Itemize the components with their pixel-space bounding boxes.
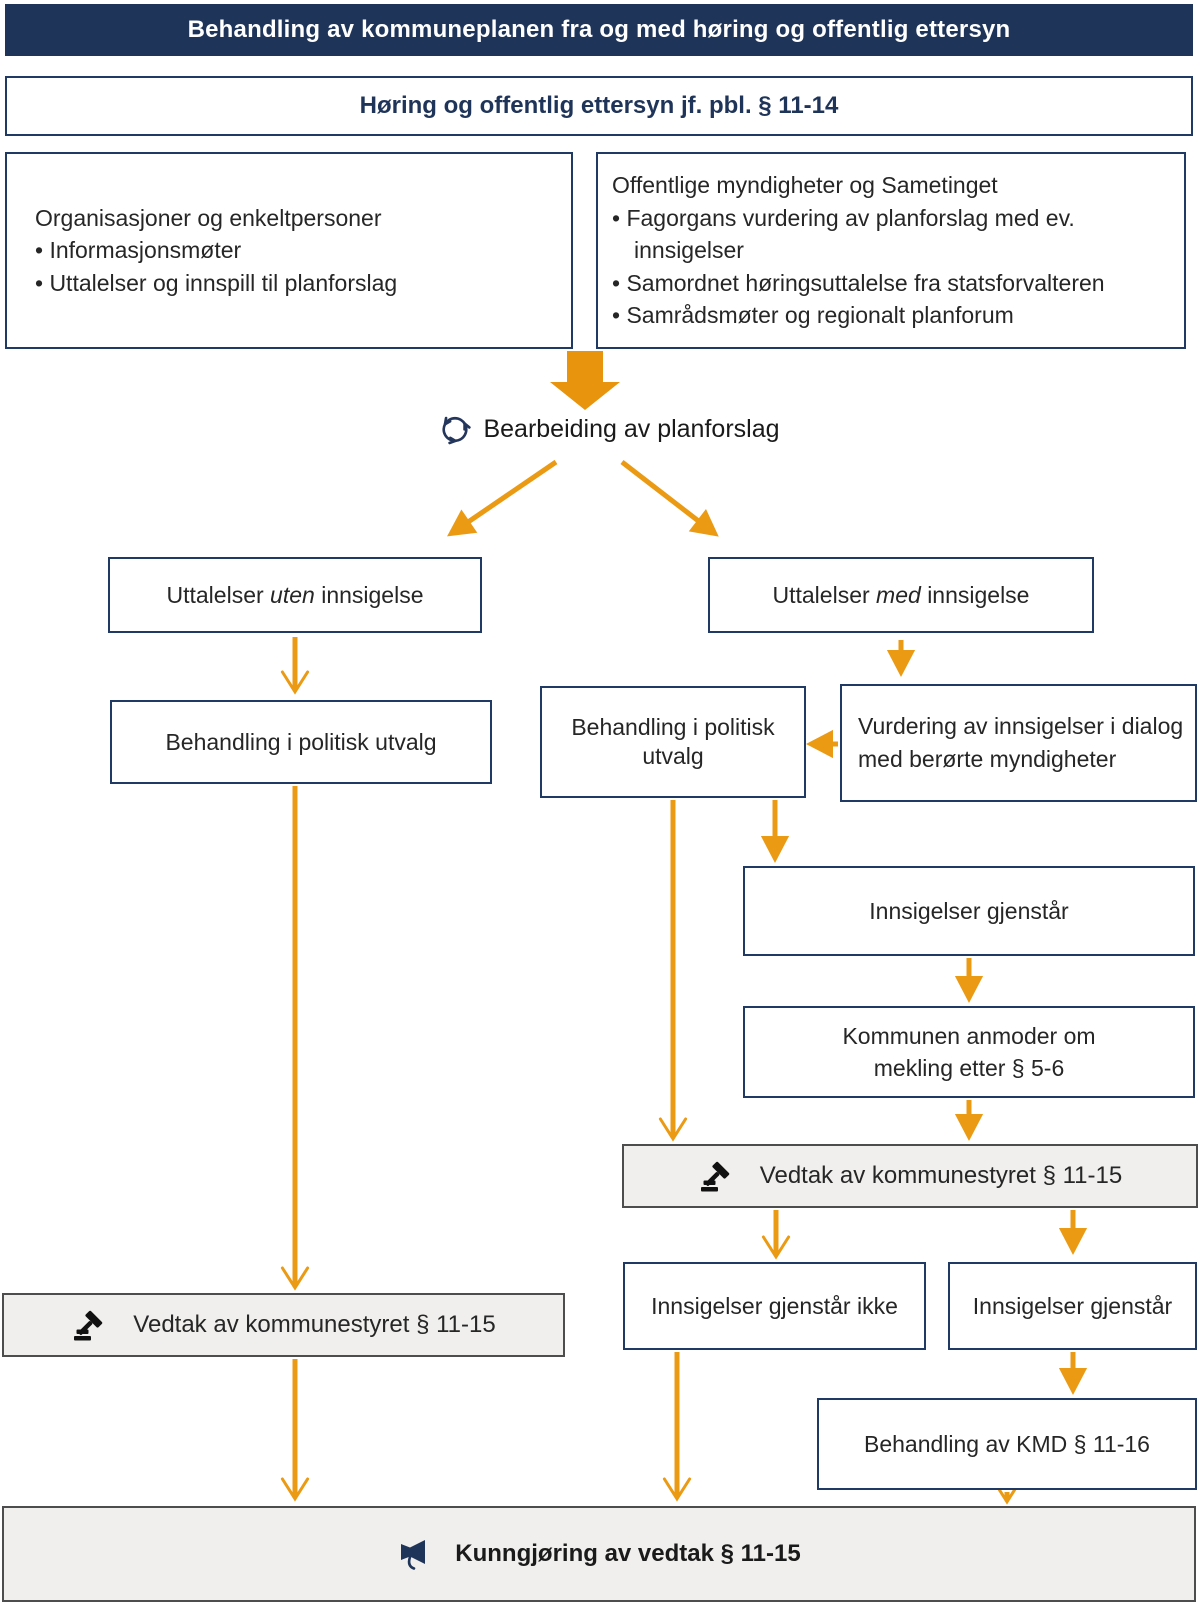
kunngjoring-bar: Kunngjøring av vedtak § 11-15	[2, 1506, 1196, 1602]
uttalelser-med-text: Uttalelser med innsigelse	[773, 581, 1030, 610]
list-item: • Samordnet høringsuttalelse fra statsfo…	[612, 269, 1105, 296]
uttalelser-med-box: Uttalelser med innsigelse	[708, 557, 1094, 633]
vedtak-kommunestyret-left-box: Vedtak av kommunestyret § 11-15	[2, 1293, 565, 1357]
kunngjoring-text: Kunngjøring av vedtak § 11-15	[455, 1540, 801, 1567]
horing-text: Høring og offentlig ettersyn jf. pbl. § …	[359, 92, 839, 119]
arrow-to-uten	[447, 459, 558, 537]
text-line: mekling etter § 5-6	[873, 1055, 1065, 1081]
vedtak-left-text: Vedtak av kommunestyret § 11-15	[133, 1311, 496, 1338]
bearbeiding-label: Bearbeiding av planforslag	[483, 414, 780, 443]
megaphone-icon	[397, 1535, 439, 1573]
innsigelser-gjenstar-2-box: Innsigelser gjenstår	[948, 1262, 1197, 1350]
vedtak-right-text: Vedtak av kommunestyret § 11-15	[759, 1162, 1123, 1189]
text-prefix: Uttalelser	[772, 581, 870, 608]
organisasjoner-list: • Informasjonsmøter • Uttalelser og inns…	[35, 234, 561, 299]
gavel-icon	[698, 1158, 736, 1194]
text-prefix: Uttalelser	[166, 581, 264, 608]
gavel-icon	[71, 1307, 109, 1343]
vurdering-box: Vurdering av innsigelser i dialog med be…	[840, 684, 1197, 802]
myndigheter-box: Offentlige myndigheter og Sametinget • F…	[596, 152, 1186, 349]
innsigelser-gjenstar-2-text: Innsigelser gjenstår	[972, 1292, 1173, 1319]
behandling-mid-text: Behandling i politisk utvalg	[571, 714, 775, 769]
kmd-text: Behandling av KMD § 11-16	[864, 1430, 1150, 1457]
innsigelser-gjenstar-text: Innsigelser gjenstår	[869, 897, 1069, 924]
arrow-to-med	[620, 460, 719, 537]
block-arrow-down	[550, 351, 620, 410]
diagram-title: Behandling av kommuneplanen fra og med h…	[187, 16, 1011, 43]
behandling-left-text: Behandling i politisk utvalg	[165, 728, 437, 755]
uttalelser-uten-box: Uttalelser uten innsigelse	[108, 557, 482, 633]
diagram-title-bar: Behandling av kommuneplanen fra og med h…	[5, 4, 1193, 56]
list-item: • Fagorgans vurdering av planforslag med…	[612, 204, 1075, 264]
kommunen-anmoder-box: Kommunen anmoder om mekling etter § 5-6	[743, 1006, 1195, 1098]
vurdering-text: Vurdering av innsigelser i dialog med be…	[858, 713, 1184, 772]
list-item: • Uttalelser og innspill til planforslag	[35, 269, 398, 296]
horing-box: Høring og offentlig ettersyn jf. pbl. § …	[5, 76, 1193, 136]
behandling-politisk-left-box: Behandling i politisk utvalg	[110, 700, 492, 784]
uttalelser-uten-text: Uttalelser uten innsigelse	[167, 581, 424, 610]
text-suffix: innsigelse	[927, 581, 1030, 608]
list-item: • Informasjonsmøter	[35, 237, 242, 264]
kommunen-anmoder-text: Kommunen anmoder om mekling etter § 5-6	[842, 1020, 1095, 1084]
myndigheter-title: Offentlige myndigheter og Sametinget	[612, 171, 998, 198]
myndigheter-list: • Fagorgans vurdering av planforslag med…	[612, 202, 1176, 333]
list-item: • Samrådsmøter og regionalt planforum	[612, 302, 1014, 329]
innsigelser-gjenstar-ikke-box: Innsigelser gjenstår ikke	[623, 1262, 926, 1350]
cycle-arrows-icon	[436, 411, 474, 448]
text-emphasis: uten	[270, 581, 315, 608]
organisasjoner-box: Organisasjoner og enkeltpersoner • Infor…	[5, 152, 573, 349]
innsigelser-gjenstar-box: Innsigelser gjenstår	[743, 866, 1195, 956]
text-suffix: innsigelse	[321, 581, 424, 608]
kmd-box: Behandling av KMD § 11-16	[817, 1398, 1197, 1490]
vedtak-kommunestyret-right-box: Vedtak av kommunestyret § 11-15	[622, 1144, 1198, 1208]
behandling-politisk-mid-box: Behandling i politisk utvalg	[540, 686, 806, 798]
text-emphasis: med	[876, 581, 921, 608]
bearbeiding-step: Bearbeiding av planforslag	[408, 406, 808, 452]
text-line: Kommunen anmoder om	[842, 1022, 1096, 1049]
organisasjoner-title: Organisasjoner og enkeltpersoner	[35, 204, 382, 231]
innsigelser-ikke-text: Innsigelser gjenstår ikke	[651, 1292, 898, 1319]
